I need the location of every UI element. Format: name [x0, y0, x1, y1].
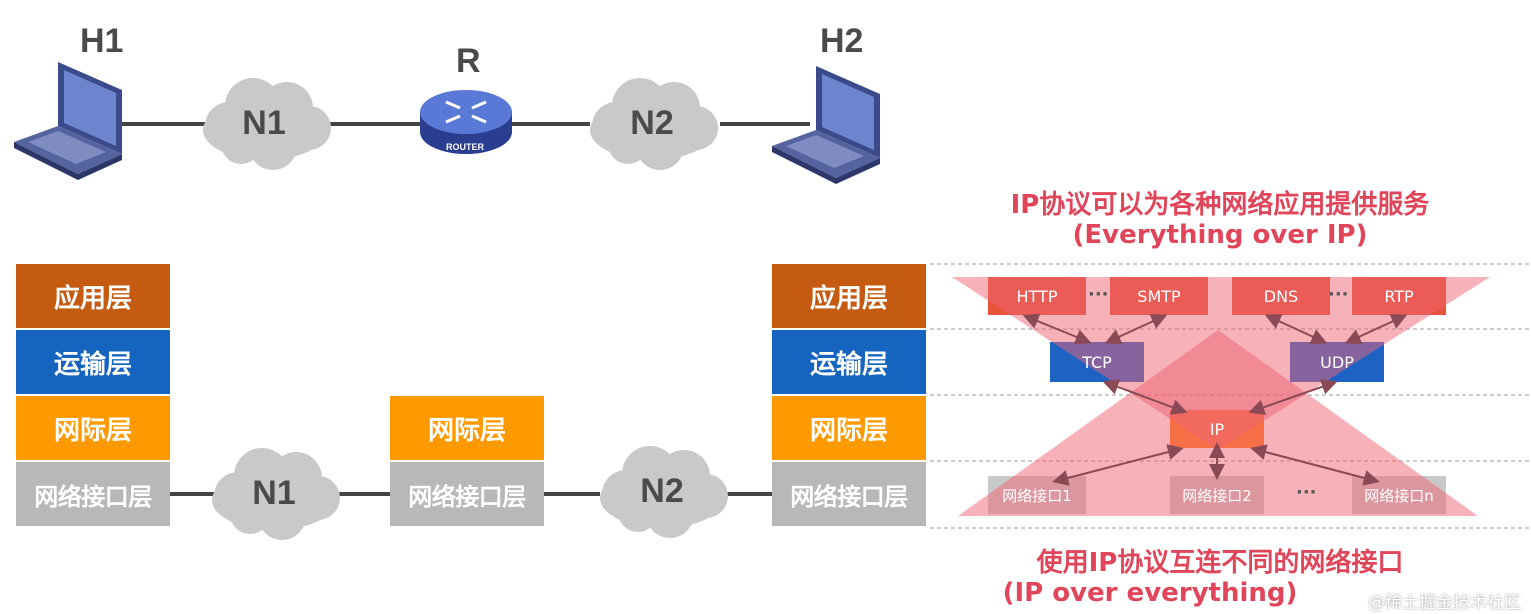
h1-netif-layer: 网络接口层 [16, 462, 170, 526]
ip-over-everything-title: 使用IP协议互连不同的网络接口 [1036, 548, 1404, 578]
app-ellipsis-1: ··· [1088, 284, 1109, 305]
watermark-text: @稀土掘金技术社区 [1368, 593, 1521, 613]
h1-app-layer: 应用层 [16, 264, 170, 328]
h2-netif-layer: 网络接口层 [772, 462, 926, 526]
router-netif-layer: 网络接口层 [390, 462, 544, 526]
proto-rtp: RTP [1384, 286, 1414, 306]
proto-smtp: SMTP [1137, 286, 1181, 306]
proto-ip: IP [1209, 419, 1225, 439]
h2-app-layer: 应用层 [772, 264, 926, 328]
h1-transport-layer: 运输层 [16, 330, 170, 394]
router-caption: ROUTER [446, 142, 484, 152]
proto-udp: UDP [1320, 352, 1354, 372]
host-h1-label: H1 [80, 22, 124, 60]
everything-over-ip-title: IP协议可以为各种网络应用提供服务 [1010, 190, 1430, 220]
router-icon [420, 90, 512, 154]
interface-n: 网络接口n [1364, 486, 1434, 505]
cloud-n2-bottom-label: N2 [640, 472, 684, 510]
proto-http: HTTP [1016, 286, 1058, 306]
app-ellipsis-2: ··· [1328, 284, 1349, 305]
cloud-n1-bottom-label: N1 [252, 474, 296, 512]
router-r-label: R [456, 42, 481, 80]
interface-2: 网络接口2 [1182, 486, 1252, 505]
protocol-arrows [1022, 313, 1408, 486]
interface-ellipsis: ··· [1296, 482, 1317, 503]
cloud-n1-top-label: N1 [242, 104, 286, 142]
interface-1: 网络接口1 [1002, 486, 1072, 505]
proto-dns: DNS [1263, 286, 1299, 306]
host-h2-label: H2 [820, 22, 864, 60]
ip-over-everything-subtitle: (IP over everything) [1002, 578, 1298, 608]
h1-internet-layer: 网际层 [16, 396, 170, 460]
cloud-n2-top-label: N2 [630, 104, 674, 142]
h2-transport-layer: 运输层 [772, 330, 926, 394]
everything-over-ip-subtitle: (Everything over IP) [1072, 220, 1368, 250]
proto-tcp: TCP [1082, 352, 1112, 372]
laptop-h1-icon [14, 62, 122, 180]
router-internet-layer: 网际层 [390, 396, 544, 460]
h2-internet-layer: 网际层 [772, 396, 926, 460]
